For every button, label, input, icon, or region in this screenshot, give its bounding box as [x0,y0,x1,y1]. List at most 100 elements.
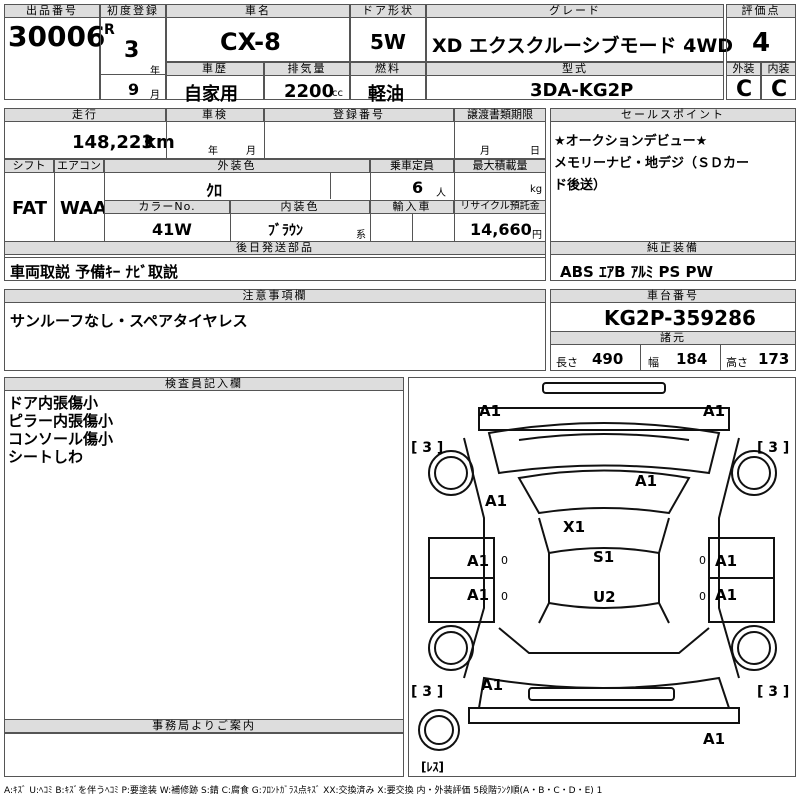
equipment: ABS ｴｱB ｱﾙﾐ PS PW [560,263,714,281]
car-diagram-svg [418,382,777,751]
displacement-unit: cc [332,88,343,99]
exterior-grade: C [736,77,753,102]
score: 4 [752,28,771,58]
inspection-year-unit: 年 [208,146,218,157]
sales-line-1: ★オークションデビュー★ [554,134,708,149]
length-label: 長さ [556,356,578,369]
capacity-unit: 人 [436,188,446,199]
grade: XD エクスクルーシブモード 4WD [432,35,734,57]
first-reg-label: 初度登録 [100,4,166,18]
ext-color-label: 外装色 [104,159,370,173]
reg-year: 3 [124,38,140,63]
mileage: 148,223 [72,132,154,153]
tire-front-right: [ 3 ] [757,440,790,456]
lot-number-label: 出品番号 [4,4,100,18]
mark-rear-left: A1 [481,676,504,694]
displacement-label: 排気量 [264,62,350,76]
mark-zero-4: 0 [699,590,706,603]
recycle-unit: 円 [532,230,542,241]
import-label: 輸入車 [370,200,454,214]
inspector-line-2: ピラー内張傷小 [8,412,114,430]
mark-left-rear-door: A1 [467,586,490,604]
chassis-label: 車台番号 [550,289,796,303]
score-label: 評価点 [726,4,796,18]
height: 173 [758,350,790,368]
capacity-label: 乗車定員 [370,159,454,173]
reg-month-unit: 月 [150,90,160,101]
length: 490 [592,350,624,368]
width-label: 幅 [648,356,659,369]
fuel-label: 燃料 [350,62,426,76]
inspector-line-4: シートしわ [8,448,84,466]
notes-label: 注意事項欄 [4,289,546,303]
sales-line-3: ド後送） [554,178,607,193]
reg-month: 9 [128,80,140,99]
inspection-label: 車検 [166,108,264,122]
ac-label: エアコン [54,159,104,173]
max-load-unit: kg [530,184,543,195]
mark-zero-2: 0 [501,590,508,603]
door-label: ドア形状 [350,4,426,18]
chassis-number: KG2P-359286 [604,306,756,330]
inspection-month-unit: 月 [246,146,256,157]
mileage-unit: km [144,132,175,153]
dims-label: 諸元 [550,331,796,345]
color-no-label: カラーNo. [104,200,230,214]
height-label: 高さ [726,356,748,369]
lot-number: 30006 [8,20,106,53]
shift-label: シフト [4,159,54,173]
displacement: 2200 [284,81,335,102]
history: 自家用 [184,84,238,105]
capacity: 6 [412,178,424,197]
grade-label: グレード [426,4,724,18]
mark-front-right: A1 [703,402,726,420]
mark-windshield: X1 [563,518,586,536]
era: R [104,22,115,38]
history-label: 車歴 [166,62,264,76]
shipping-box [4,241,546,281]
tire-front-left: [ 3 ] [411,440,444,456]
shift: FAT [12,198,48,219]
ac: WAA [60,198,107,219]
transfer-month-unit: 月 [480,146,490,157]
inspector-label: 検査員記入欄 [4,377,404,391]
sales-label: セールスポイント [550,108,796,122]
int-color: ﾌﾞﾗｳﾝ [268,223,303,239]
int-color-unit: 系 [356,230,366,241]
mark-rear-bumper: A1 [703,730,726,748]
mark-left-fender: A1 [485,492,508,510]
mileage-label: 走行 [4,108,166,122]
fuel: 軽油 [368,84,404,105]
mark-roof: S1 [593,548,615,566]
car-name: CX-8 [220,28,281,56]
mark-hood: A1 [635,472,658,490]
ext-color: ｸﾛ [206,181,223,200]
reg-number-label: 登録番号 [264,108,454,122]
interior-label: 内装 [761,62,796,76]
door-type: 5W [370,30,406,54]
model-label: 型式 [426,62,724,76]
inspector-line-3: コンソール傷小 [8,430,114,448]
mark-rear-roof: U2 [593,588,616,606]
transfer-deadline-label: 譲渡書類期限 [454,108,546,122]
damage-diagram: A1 A1 A1 A1 X1 S1 U2 A1 A1 A1 A1 A1 A1 0… [408,377,796,777]
model: 3DA-KG2P [530,80,634,101]
mark-right-rear-door: A1 [715,586,738,604]
spare-tire-mark: [ﾚｽ] [421,760,444,774]
recycle-fee: 14,660 [470,220,532,239]
width: 184 [676,350,708,368]
mark-zero-3: 0 [699,554,706,567]
car-name-label: 車名 [166,4,350,18]
max-load-label: 最大積載量 [454,159,546,173]
mark-zero-1: 0 [501,554,508,567]
transfer-day-unit: 日 [530,146,540,157]
mark-front-left: A1 [479,402,502,420]
office-label: 事務局よりご案内 [4,719,404,733]
mark-left-front-door: A1 [467,552,490,570]
notes: サンルーフなし・スペアタイヤレス [10,312,248,330]
mark-right-front-door: A1 [715,552,738,570]
int-color-label: 内装色 [230,200,370,214]
inspector-line-1: ドア内張傷小 [8,394,99,412]
interior-grade: C [771,77,788,102]
recycle-label: リサイクル預託金 [454,200,546,214]
